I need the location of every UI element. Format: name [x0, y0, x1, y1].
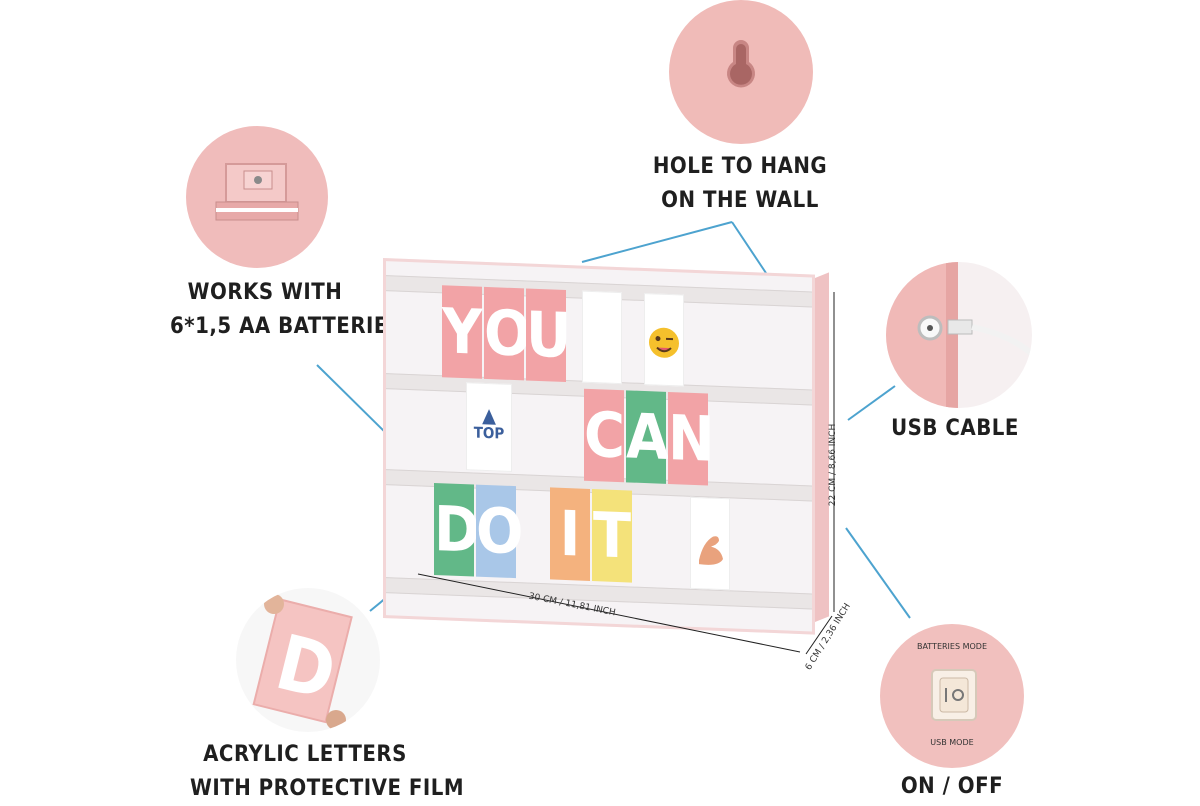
letters-label-line2: WITH PROTECTIVE FILM — [190, 776, 465, 801]
connector-hang — [581, 221, 733, 263]
letters-label: ACRYLIC LETTERS WITH PROTECTIVE FILM — [190, 738, 465, 806]
usb-port-closeup — [886, 262, 1032, 408]
connector-switch — [845, 527, 911, 619]
hang-label-line1: HOLE TO HANG — [652, 154, 828, 179]
usb-mode-text: USB MODE — [930, 738, 974, 747]
light-box-front: Y O U ▲ TOP C A N D O I T — [383, 258, 815, 635]
usb-label: USB CABLE — [891, 416, 1019, 441]
connector-batteries — [316, 364, 391, 438]
wink-emoji-icon — [649, 327, 679, 358]
hang-label: HOLE TO HANG ON THE WALL — [640, 150, 840, 218]
acrylic-letter-icon: D — [252, 594, 353, 730]
letters-label-line1: ACRYLIC LETTERS — [203, 742, 407, 767]
battery-compartment-closeup — [186, 126, 328, 268]
hang-label-line2: ON THE WALL — [661, 188, 819, 213]
tile-emoji-muscle — [690, 496, 730, 591]
tile-emoji-wink — [644, 293, 684, 387]
light-box: Y O U ▲ TOP C A N D O I T — [383, 258, 831, 654]
batteries-label-line1: WORKS WITH — [187, 280, 343, 305]
connector-usb — [847, 385, 896, 421]
muscle-emoji-icon — [699, 536, 723, 565]
battery-latch-icon — [215, 163, 299, 221]
acrylic-letter-closeup: D — [236, 588, 380, 732]
height-dimension: 22 CM / 8,66 INCH — [828, 423, 839, 507]
switch-icon — [931, 669, 977, 721]
keyhole-icon — [727, 40, 755, 88]
batteries-mode-text: BATTERIES MODE — [916, 642, 988, 651]
switch-closeup: BATTERIES MODE USB MODE — [880, 624, 1024, 768]
switch-label: ON / OFF — [900, 774, 1004, 799]
wall-hole-closeup — [669, 0, 813, 144]
